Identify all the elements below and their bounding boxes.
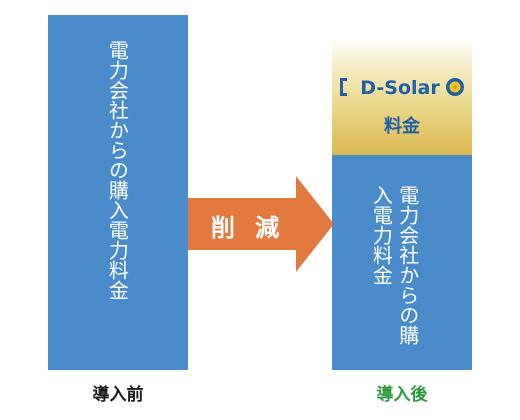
after-cost-bar (332, 155, 472, 370)
after-bar-label: 電力会社からの購入電力料金 (369, 185, 420, 345)
sun-icon (446, 78, 464, 96)
dsolar-fee-label: 料金 (384, 116, 420, 137)
reduction-label: 削 減 (210, 214, 286, 242)
before-caption: 導入前 (92, 385, 144, 405)
reduction-arrow-icon (188, 176, 334, 272)
before-cost-bar (48, 15, 188, 370)
after-caption: 導入後 (376, 385, 428, 405)
dsolar-fee-block (332, 38, 472, 155)
before-bar-label: 電力会社からの購入電力料金 (105, 40, 130, 300)
logo-bracket-icon (340, 78, 347, 96)
dsolar-logo-text: D-Solar (360, 77, 440, 99)
dsolar-logo: D-Solar (340, 77, 464, 99)
